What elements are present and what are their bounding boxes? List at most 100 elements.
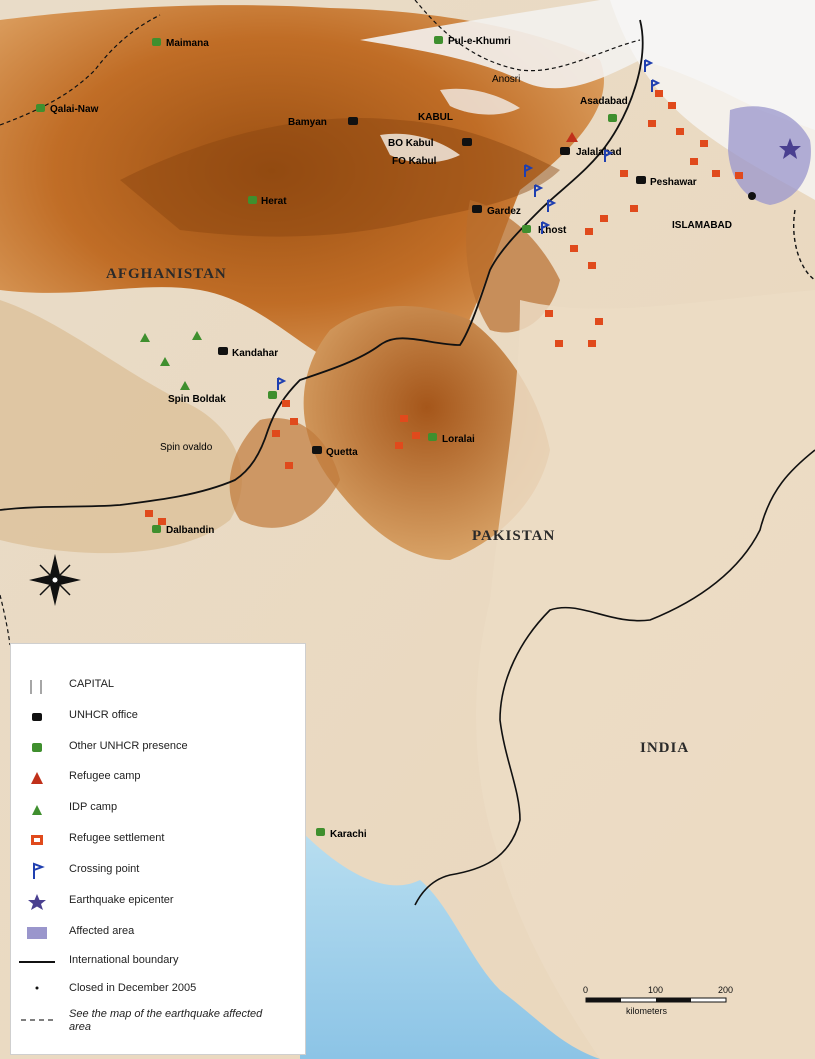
crossing-legend-icon: [33, 862, 45, 879]
office-kandahar[interactable]: Kandahar: [218, 347, 278, 359]
legend-item-international-boundary: International boundary: [11, 950, 307, 974]
presence-label-spin-boldak: Spin Boldak: [168, 394, 226, 405]
presence-label-karachi: Karachi: [330, 829, 367, 840]
western-plateau: [0, 300, 242, 554]
office-label-jalalabad: Jalalabad: [576, 147, 622, 158]
office-quetta[interactable]: Quetta: [312, 446, 358, 458]
scale-unit: kilometers: [626, 1006, 668, 1016]
office-bo-kabul[interactable]: BO Kabul: [388, 138, 472, 149]
capital-label-islamabad: ISLAMABAD: [672, 220, 732, 231]
settlement-icon: [555, 340, 563, 347]
presence-icon: [428, 433, 437, 441]
pakindia-boundary: [414, 449, 815, 906]
crossing-icon: [604, 149, 614, 162]
refugee-camp-icon: [566, 132, 578, 142]
settlement-icon: [395, 442, 403, 449]
legend-label: Affected area: [69, 925, 135, 937]
settlement-icon: [676, 128, 684, 135]
office-label-peshawar: Peshawar: [650, 177, 697, 188]
settlement-icon: [690, 158, 698, 165]
capital-kabul[interactable]: KABUL: [418, 112, 453, 123]
presence-spin-boldak[interactable]: Spin Boldak: [168, 391, 277, 405]
office-icon: [636, 176, 646, 184]
office-label-bo-kabul: BO Kabul: [388, 138, 434, 149]
settlement-icon: [700, 140, 708, 147]
capital-islamabad[interactable]: ISLAMABAD: [672, 192, 756, 231]
presence-asadabad[interactable]: Asadabad: [580, 96, 628, 122]
office-bamyan[interactable]: Bamyan: [288, 117, 358, 128]
kashmir-line: [793, 209, 815, 281]
presence-qalai-naw[interactable]: Qalai-Naw: [36, 104, 99, 115]
scale-tick: 100: [648, 985, 663, 995]
legend-item-idp-camp: IDP camp: [11, 797, 307, 821]
settlement-icon: [588, 262, 596, 269]
settlement-icon: [655, 90, 663, 97]
settlement-icon: [400, 415, 408, 422]
presence-icon: [316, 828, 325, 836]
presence-label-qalai-naw: Qalai-Naw: [50, 104, 99, 115]
refugee-camp-legend-icon: [31, 772, 43, 784]
legend-label: IDP camp: [69, 801, 118, 813]
presence-label-herat: Herat: [261, 196, 287, 207]
indus-plain: [476, 290, 815, 1059]
office-icon: [348, 117, 358, 125]
settlement-icon: [595, 318, 603, 325]
presence-khost[interactable]: Khost: [522, 225, 567, 236]
office-jalalabad[interactable]: Jalalabad: [560, 147, 622, 158]
office-label-quetta: Quetta: [326, 447, 358, 458]
settlement-icon: [600, 215, 608, 222]
office-legend-icon: [32, 713, 42, 721]
country-label-india: INDIA: [640, 740, 689, 756]
office-icon: [462, 138, 472, 146]
settlement-icon: [588, 340, 596, 347]
crossing-icon: [651, 79, 661, 92]
presence-icon: [152, 38, 161, 46]
settlement-icon: [585, 228, 593, 235]
settlement-legend-icon: [31, 835, 43, 845]
legend-item-capital: CAPITAL: [11, 674, 307, 698]
epicenter-legend-icon: [28, 894, 46, 910]
place-label-anosri: Anosri: [492, 74, 520, 85]
balochistan-hills: [229, 418, 340, 528]
presence-karachi[interactable]: Karachi: [316, 828, 367, 840]
presence-label-loralai: Loralai: [442, 434, 475, 445]
presence-label-khost: Khost: [538, 225, 567, 236]
closed-legend-icon: [35, 986, 39, 990]
office-fo-kabul[interactable]: FO Kabul: [392, 156, 437, 167]
arabian-sea: [300, 830, 600, 1059]
legend-item-refugee-camp: Refugee camp: [11, 766, 307, 790]
office-icon: [218, 347, 228, 355]
settlement-icon: [145, 510, 153, 517]
presence-loralai[interactable]: Loralai: [428, 433, 475, 445]
idp-camps: [140, 331, 202, 390]
idp-camp-icon: [192, 331, 202, 340]
office-gardez[interactable]: Gardez: [472, 205, 521, 217]
legend-label: Earthquake epicenter: [69, 894, 174, 906]
crossing-icon: [644, 59, 654, 72]
snow-kabul: [380, 133, 460, 163]
hindu-kush: [120, 118, 560, 237]
idp-camp-icon: [160, 357, 170, 366]
legend-item-crossing-point: Crossing point: [11, 859, 307, 883]
office-icon: [312, 446, 322, 454]
presence-icon: [152, 525, 161, 533]
legend-label: See the map of the earthquake affected a…: [69, 1008, 263, 1033]
presence-pul-e-khumri[interactable]: Pul-e-Khumri: [434, 36, 511, 47]
compass-rose: [29, 554, 81, 606]
crossing-icon: [524, 164, 534, 177]
crossing-icon: [277, 377, 287, 390]
crossing-points: [277, 59, 661, 390]
snow-ridge: [440, 88, 520, 115]
safed-koh: [466, 200, 560, 333]
legend-item-affected-area: Affected area: [11, 921, 307, 945]
settlement-icon: [570, 245, 578, 252]
settlement-icon: [712, 170, 720, 177]
office-icon: [472, 205, 482, 213]
place-label-spin-ovaldo: Spin ovaldo: [160, 442, 213, 453]
capital-icon: [748, 192, 756, 200]
presence-dalbandin[interactable]: Dalbandin: [152, 525, 214, 536]
office-peshawar[interactable]: Peshawar: [636, 176, 697, 188]
presence-icon: [522, 225, 531, 233]
presence-herat[interactable]: Herat: [248, 196, 287, 207]
presence-maimana[interactable]: Maimana: [152, 38, 209, 49]
